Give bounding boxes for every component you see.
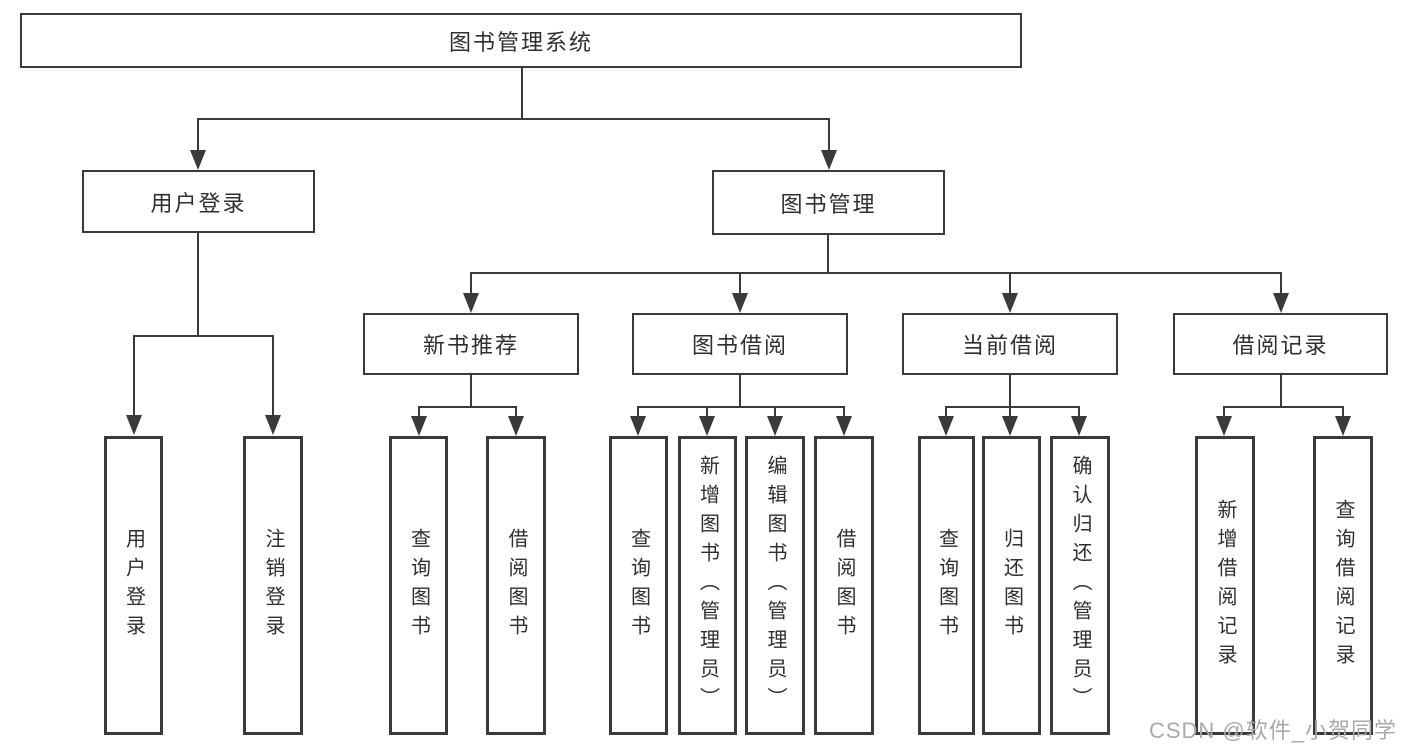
- connector-line: [1223, 406, 1225, 418]
- connector-line: [706, 406, 708, 418]
- node-user-login: 用户登录: [82, 170, 315, 233]
- arrow-down-icon: [1071, 416, 1087, 436]
- connector-line: [470, 272, 1282, 274]
- connector-line: [1280, 375, 1282, 406]
- leaf-borrowing-borrow-books: 借阅图书: [814, 436, 874, 735]
- arrow-down-icon: [836, 416, 852, 436]
- arrow-down-icon: [1216, 416, 1232, 436]
- connector-line: [637, 406, 845, 408]
- leaf-records-query-record: 查询借阅记录: [1313, 436, 1373, 735]
- connector-line: [197, 118, 199, 152]
- arrow-down-icon: [821, 150, 837, 170]
- connector-line: [774, 406, 776, 418]
- arrow-down-icon: [411, 416, 427, 436]
- node-library-system: 图书管理系统: [20, 13, 1022, 68]
- arrow-down-icon: [767, 416, 783, 436]
- connector-line: [739, 272, 741, 295]
- connector-line: [470, 375, 472, 406]
- arrow-down-icon: [1335, 416, 1351, 436]
- connector-line: [515, 406, 517, 418]
- connector-line: [945, 406, 1080, 408]
- connector-line: [418, 406, 420, 418]
- connector-line: [1009, 272, 1011, 295]
- connector-line: [133, 335, 274, 337]
- connector-line: [1009, 406, 1011, 418]
- node-book-management: 图书管理: [712, 170, 945, 235]
- leaf-records-add-record: 新增借阅记录: [1195, 436, 1255, 735]
- connector-line: [272, 335, 274, 417]
- connector-line: [197, 233, 199, 335]
- connector-line: [827, 235, 829, 272]
- connector-line: [1223, 406, 1344, 408]
- arrow-down-icon: [463, 293, 479, 313]
- leaf-logout: 注销登录: [243, 436, 303, 735]
- connector-line: [945, 406, 947, 418]
- arrow-down-icon: [265, 415, 281, 435]
- arrow-down-icon: [1273, 293, 1289, 313]
- node-new-book-recommend: 新书推荐: [363, 313, 579, 375]
- arrow-down-icon: [508, 416, 524, 436]
- arrow-down-icon: [630, 416, 646, 436]
- connector-line: [1342, 406, 1344, 418]
- connector-line: [828, 118, 830, 152]
- connector-line: [521, 68, 523, 118]
- node-book-borrowing: 图书借阅: [632, 313, 848, 375]
- connector-line: [637, 406, 639, 418]
- connector-line: [133, 335, 135, 417]
- leaf-current-confirm-return-admin: 确认归还（管理员）: [1050, 436, 1110, 735]
- connector-line: [843, 406, 845, 418]
- connector-line: [739, 375, 741, 406]
- node-borrow-records: 借阅记录: [1173, 313, 1388, 375]
- connector-line: [470, 272, 472, 295]
- connector-line: [1280, 272, 1282, 295]
- arrow-down-icon: [1002, 416, 1018, 436]
- arrow-down-icon: [699, 416, 715, 436]
- arrow-down-icon: [938, 416, 954, 436]
- leaf-borrowing-add-books-admin: 新增图书（管理员）: [678, 436, 737, 735]
- connector-line: [197, 118, 830, 120]
- leaf-current-return-books: 归还图书: [982, 436, 1041, 735]
- leaf-user-login: 用户登录: [104, 436, 163, 735]
- leaf-recommend-borrow-books: 借阅图书: [486, 436, 546, 735]
- leaf-borrowing-edit-books-admin: 编辑图书（管理员）: [745, 436, 805, 735]
- leaf-recommend-query-books: 查询图书: [389, 436, 448, 735]
- leaf-borrowing-query-books: 查询图书: [609, 436, 668, 735]
- connector-line: [418, 406, 517, 408]
- arrow-down-icon: [732, 293, 748, 313]
- node-current-borrowing: 当前借阅: [902, 313, 1118, 375]
- arrow-down-icon: [1002, 293, 1018, 313]
- arrow-down-icon: [190, 150, 206, 170]
- leaf-current-query-books: 查询图书: [918, 436, 975, 735]
- connector-line: [1009, 375, 1011, 406]
- csdn-watermark: CSDN @软件_小贺同学: [1148, 718, 1397, 743]
- arrow-down-icon: [126, 415, 142, 435]
- connector-line: [1078, 406, 1080, 418]
